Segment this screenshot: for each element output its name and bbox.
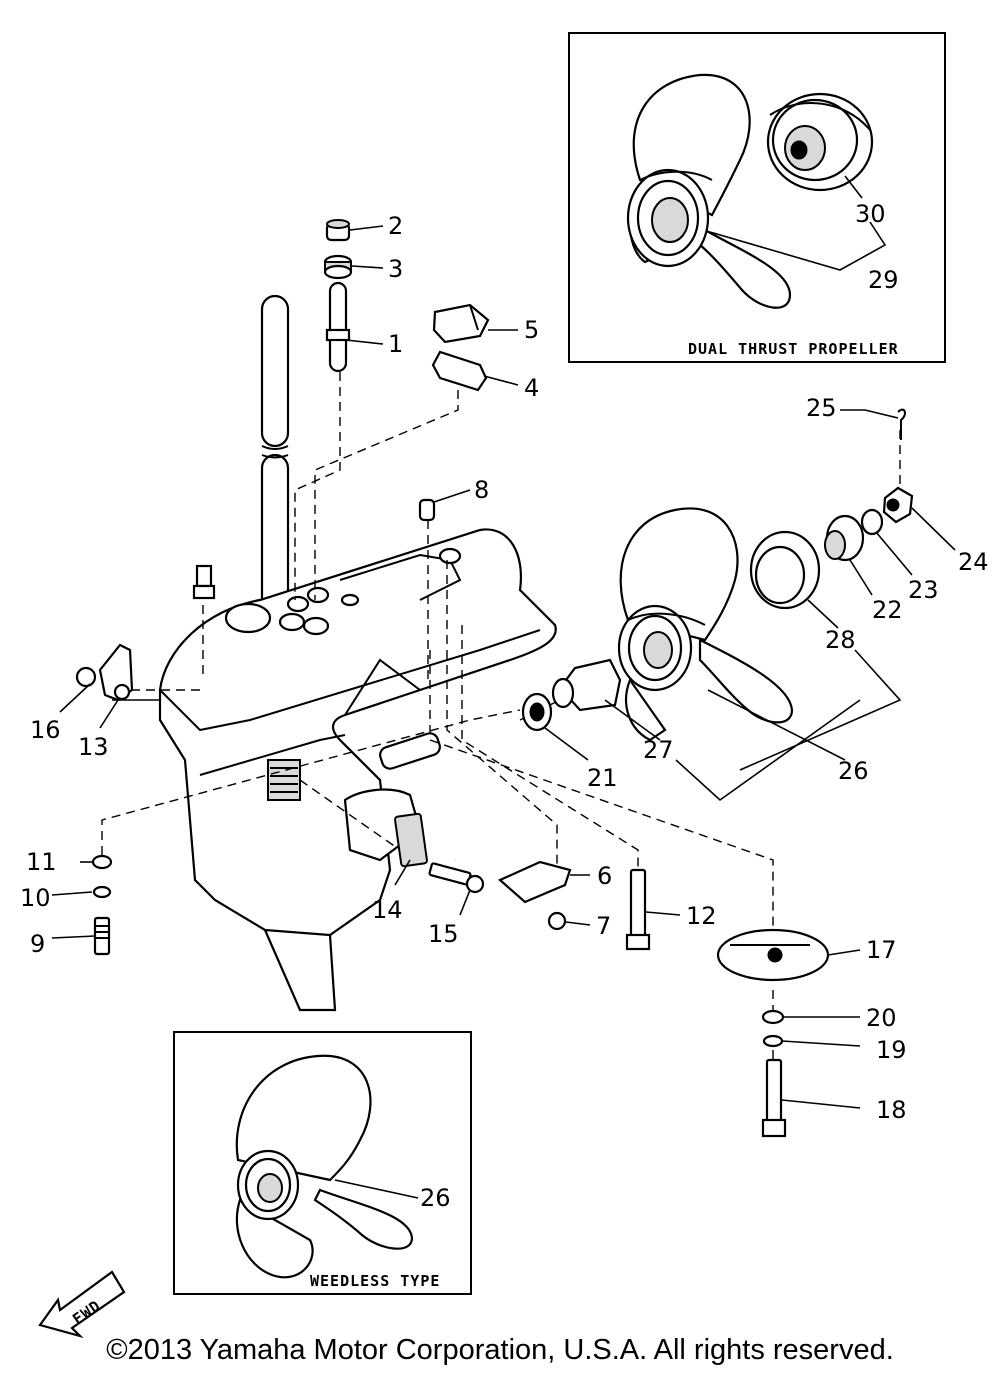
callout-17: 17 <box>866 936 897 964</box>
callout-14: 14 <box>372 896 403 924</box>
callout-6: 6 <box>597 862 612 890</box>
callout-19: 19 <box>876 1036 907 1064</box>
callout-12: 12 <box>686 902 717 930</box>
callout-28: 28 <box>825 626 856 654</box>
callout-21: 21 <box>587 764 618 792</box>
callout-5: 5 <box>524 316 539 344</box>
callout-29: 29 <box>868 266 899 294</box>
callout-15: 15 <box>428 920 459 948</box>
callout-13: 13 <box>78 733 109 761</box>
small-parts <box>75 219 914 1138</box>
callout-3: 3 <box>388 255 403 283</box>
callout-26: 26 <box>838 757 869 785</box>
leader-lines <box>51 225 956 1109</box>
callout-7: 7 <box>596 912 611 940</box>
weedless-type-inset: 26 WEEDLESS TYPE <box>173 1031 472 1295</box>
callout-30: 30 <box>855 200 886 228</box>
callout-11: 11 <box>26 848 57 876</box>
dual-thrust-propeller-label: DUAL THRUST PROPELLER <box>688 340 899 358</box>
callout-9: 9 <box>30 930 45 958</box>
weedless-type-label: WEEDLESS TYPE <box>310 1272 440 1290</box>
callout-25: 25 <box>806 394 837 422</box>
callout-16: 16 <box>30 716 61 744</box>
main-propeller <box>617 507 794 742</box>
fwd-arrow: FWD <box>38 1270 126 1339</box>
callout-18: 18 <box>876 1096 907 1124</box>
callout-1: 1 <box>388 330 403 358</box>
callout-24: 24 <box>958 548 989 576</box>
callout-8: 8 <box>474 476 489 504</box>
callout-26-weedless: 26 <box>420 1184 451 1212</box>
callout-20: 20 <box>866 1004 897 1032</box>
callout-4: 4 <box>524 374 539 402</box>
callout-2: 2 <box>388 212 403 240</box>
callout-numbers: 2 3 1 5 4 8 25 24 23 22 28 26 27 21 16 1… <box>20 212 989 1124</box>
lower-unit-housing <box>158 294 557 1012</box>
callout-27: 27 <box>643 736 674 764</box>
assembly-lines <box>101 372 901 1060</box>
callout-23: 23 <box>908 576 939 604</box>
callout-22: 22 <box>872 596 903 624</box>
dual-thrust-propeller-inset: 30 29 DUAL THRUST PROPELLER <box>568 32 946 363</box>
callout-10: 10 <box>20 884 51 912</box>
copyright-footer: ©2013 Yamaha Motor Corporation, U.S.A. A… <box>106 1334 894 1366</box>
